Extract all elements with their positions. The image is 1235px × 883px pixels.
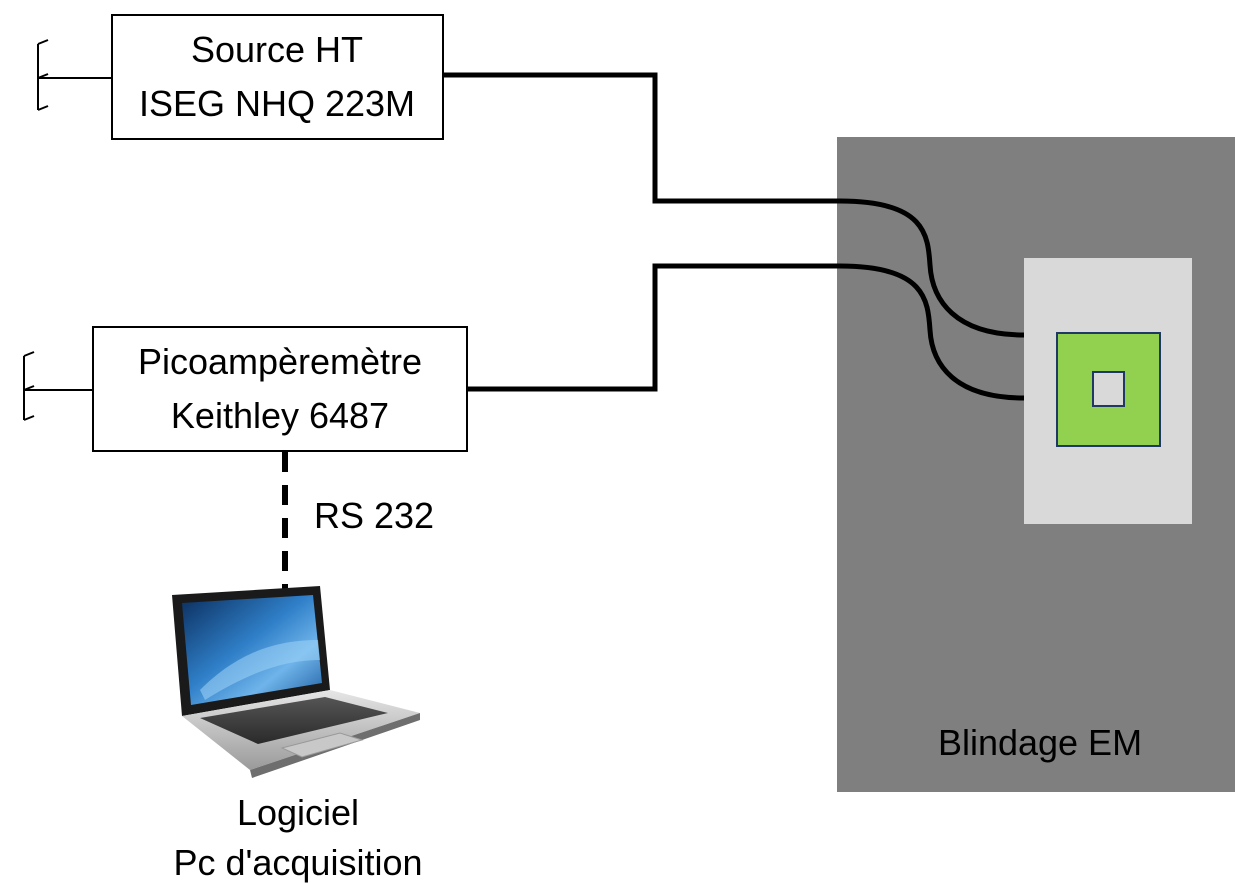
laptop-icon bbox=[172, 586, 420, 778]
detector bbox=[1056, 332, 1161, 447]
computer-name-label: Pc d'acquisition bbox=[173, 842, 422, 883]
computer-software-label: Logiciel bbox=[237, 792, 359, 833]
rs232-label: RS 232 bbox=[314, 495, 434, 536]
picoammeter-name: Picoampèremètre bbox=[138, 341, 422, 382]
picoammeter-cable bbox=[467, 263, 1025, 401]
picoammeter-box: Picoampèremètre Keithley 6487 bbox=[92, 326, 468, 452]
hv-source-model: ISEG NHQ 223M bbox=[139, 83, 415, 124]
ground-symbol-icon bbox=[23, 351, 93, 421]
picoammeter-model: Keithley 6487 bbox=[171, 395, 389, 436]
hv-source-name: Source HT bbox=[191, 29, 363, 70]
ground-symbol-icon bbox=[37, 39, 112, 111]
hv-source-box: Source HT ISEG NHQ 223M bbox=[111, 14, 444, 140]
hv-cable bbox=[443, 72, 1025, 338]
em-shield-label: Blindage EM bbox=[938, 722, 1142, 763]
detector-pad bbox=[1092, 371, 1125, 407]
